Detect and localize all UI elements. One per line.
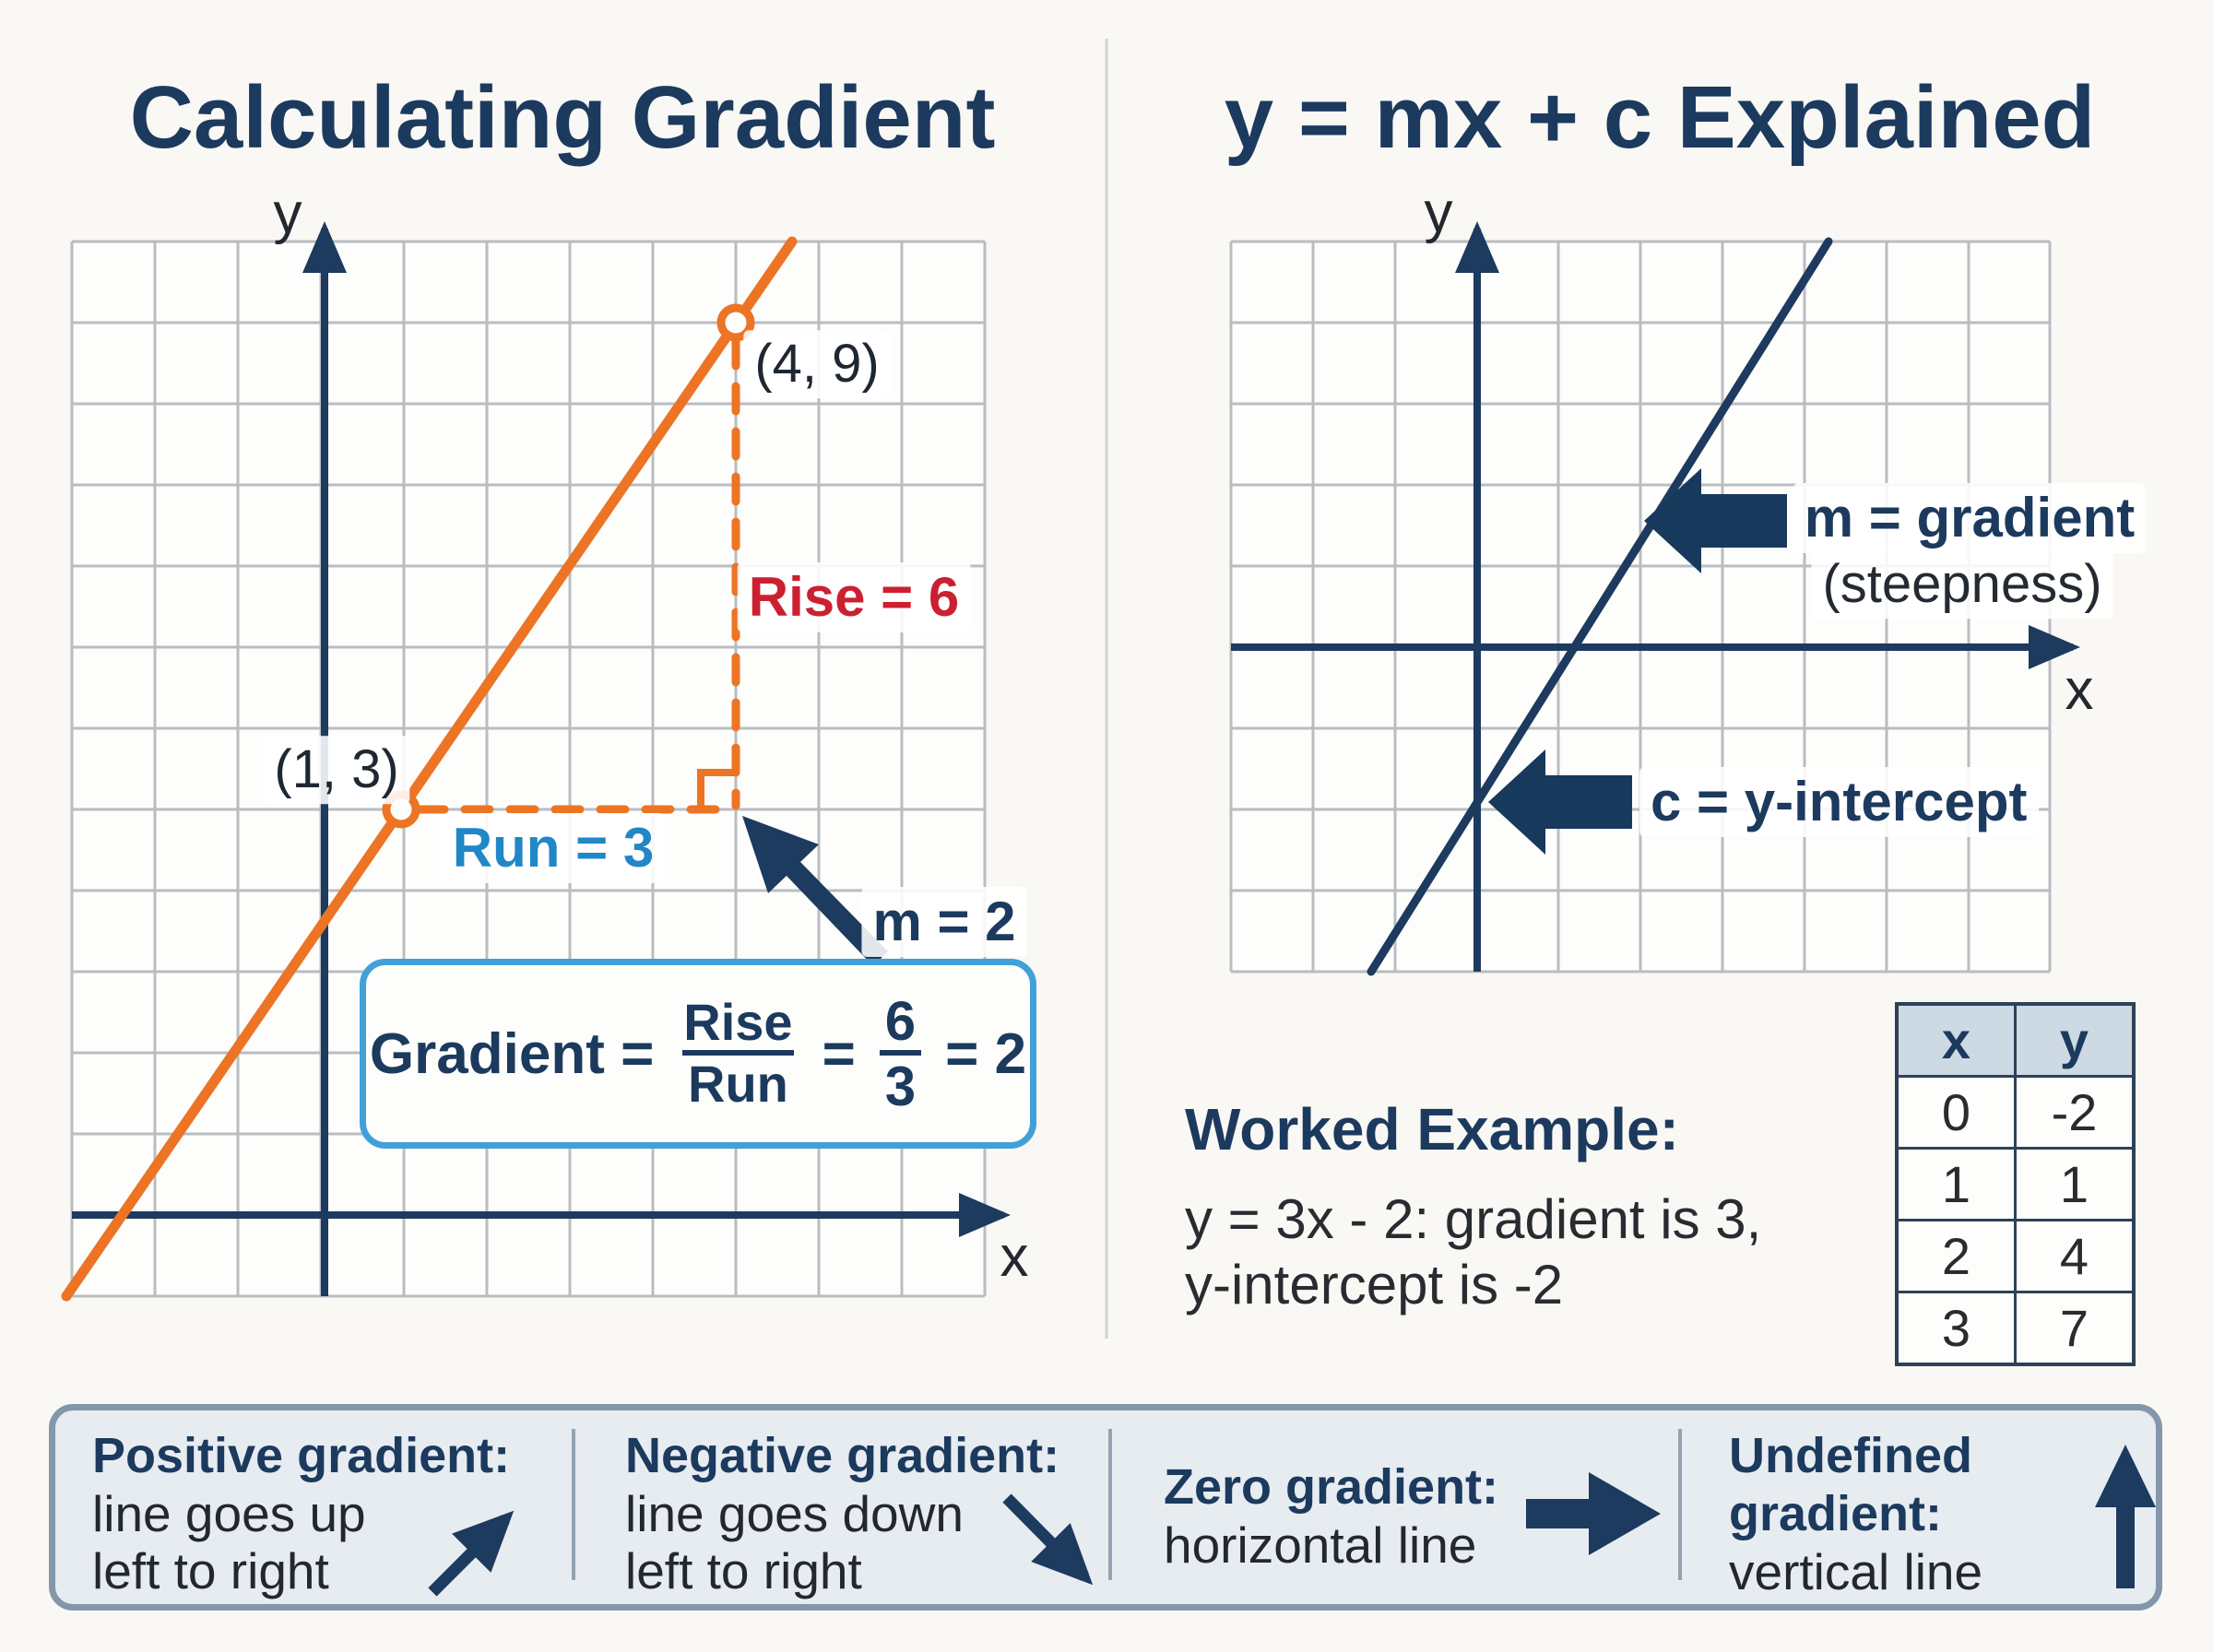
cell-y3: 7 <box>2014 1291 2136 1366</box>
legend-heading: Zero gradient: <box>1164 1459 1499 1515</box>
formula-lhs: Gradient = <box>369 1021 655 1086</box>
left-x-axis-label: x <box>1000 1224 1029 1289</box>
legend-line: left to right <box>92 1542 329 1600</box>
cell-y0: -2 <box>2014 1075 2136 1150</box>
table-header-y: y <box>2014 1002 2136 1078</box>
arrow-up-right-icon <box>428 1510 515 1597</box>
table-row: 3 7 <box>1895 1291 2136 1366</box>
slope-pointer-arrow <box>742 816 888 966</box>
worked-example-heading: Worked Example: <box>1185 1096 1679 1162</box>
legend-heading: Negative gradient: <box>625 1428 1060 1483</box>
mx-plus-c-line <box>1367 237 1833 976</box>
right-angle-marker <box>697 769 736 809</box>
worked-example-line1: y = 3x - 2: gradient is 3, <box>1185 1188 1762 1250</box>
legend-item-positive: Positive gradient: line goes up left to … <box>92 1427 510 1599</box>
gradient-line <box>61 236 798 1302</box>
point-1-3-label: (1, 3) <box>263 736 410 804</box>
steepness-sublabel: (steepness) <box>1811 550 2113 619</box>
intercept-callout-arrow <box>1488 749 1632 855</box>
legend-line: horizontal line <box>1164 1516 1477 1575</box>
table-row: 2 4 <box>1895 1219 2136 1293</box>
legend-line: left to right <box>625 1542 862 1600</box>
legend-line: line goes up <box>92 1485 366 1543</box>
rise-label: Rise = 6 <box>737 562 971 632</box>
gradient-types-legend: Positive gradient: line goes up left to … <box>49 1404 2162 1611</box>
value-table: x y 0 -2 1 1 2 4 3 7 <box>1895 1002 2136 1366</box>
cell-y2: 4 <box>2014 1219 2136 1293</box>
arrow-up-icon <box>2095 1445 2156 1588</box>
formula-result: = 2 <box>945 1021 1027 1086</box>
left-panel-title: Calculating Gradient <box>129 68 996 167</box>
legend-item-undefined: Undefined gradient: vertical line <box>1729 1427 2033 1600</box>
legend-item-zero: Zero gradient: horizontal line <box>1164 1458 1498 1574</box>
point-4-9-label: (4, 9) <box>743 330 891 398</box>
worked-example: Worked Example: y = 3x - 2: gradient is … <box>1185 1095 1761 1318</box>
arrow-right-icon <box>1526 1472 1661 1555</box>
fraction-numerator: Rise <box>683 993 793 1052</box>
legend-line: line goes down <box>625 1485 964 1543</box>
legend-heading: Positive gradient: <box>92 1428 511 1483</box>
cell-x3: 3 <box>1895 1291 2017 1366</box>
slope-label: m = 2 <box>861 887 1027 957</box>
formula-equals: = <box>822 1021 856 1086</box>
legend-divider <box>1108 1429 1112 1580</box>
legend-item-negative: Negative gradient: line goes down left t… <box>625 1427 1059 1599</box>
worked-example-line2: y-intercept is -2 <box>1185 1253 1564 1316</box>
cell-y1: 1 <box>2014 1147 2136 1221</box>
left-y-axis-label: y <box>273 181 302 245</box>
fraction-denominator: Run <box>682 1050 794 1112</box>
table-row: 0 -2 <box>1895 1075 2136 1150</box>
gradient-callout-arrow <box>1644 468 1787 573</box>
six-thirds-fraction: 6 3 <box>879 990 922 1115</box>
legend-divider <box>572 1429 575 1580</box>
fraction-numerator: 6 <box>884 990 917 1052</box>
gradient-callout-label: m = gradient <box>1793 483 2147 553</box>
rise-run-fraction: Rise Run <box>678 993 798 1112</box>
cell-x1: 1 <box>1895 1147 2017 1221</box>
table-row: 1 1 <box>1895 1147 2136 1221</box>
arrow-down-right-icon <box>1002 1493 1094 1586</box>
cell-x0: 0 <box>1895 1075 2017 1150</box>
gradient-formula-box: Gradient = Rise Run = 6 3 = 2 <box>360 959 1036 1149</box>
table-header-row: x y <box>1895 1002 2136 1078</box>
point-4-9 <box>716 303 755 342</box>
run-label: Run = 3 <box>441 813 666 883</box>
right-x-axis-label: x <box>2065 657 2094 722</box>
right-y-axis-label: y <box>1424 180 1453 244</box>
legend-divider <box>1678 1429 1682 1580</box>
legend-line: vertical line <box>1729 1543 1983 1601</box>
right-panel-title: y = mx + c Explained <box>1224 68 2096 167</box>
legend-arrow-graphics <box>428 1445 2156 1597</box>
legend-heading: Undefined gradient: <box>1729 1428 1972 1542</box>
intercept-callout-label: c = y-intercept <box>1639 767 2039 837</box>
cell-x2: 2 <box>1895 1219 2017 1293</box>
fraction-denominator: 3 <box>879 1050 922 1115</box>
table-header-x: x <box>1895 1002 2017 1078</box>
